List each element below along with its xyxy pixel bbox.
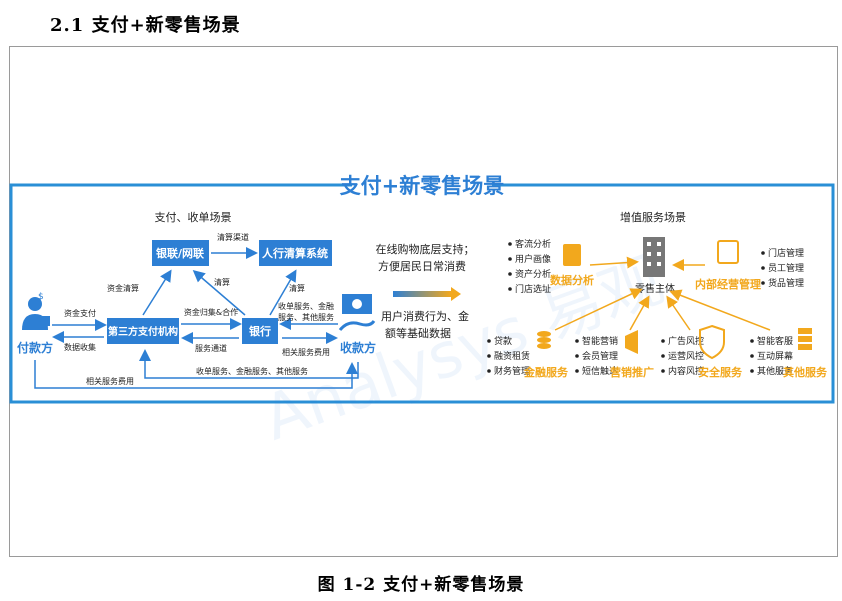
edge-settle-right: 清算 xyxy=(289,283,305,293)
ops-item-2: 员工管理 xyxy=(768,262,804,274)
mkt-bullets: 智能营销 会员管理 短信触达 xyxy=(575,335,618,377)
diagram-title: 支付+新零售场景 xyxy=(340,174,505,198)
other-services-label: 其他服务 xyxy=(783,365,828,379)
fin-item-3: 财务管理 xyxy=(494,365,530,377)
shield-icon xyxy=(699,324,725,360)
unionpay-label: 银联/网联 xyxy=(156,246,204,260)
internal-ops-label: 内部经营管理 xyxy=(695,277,761,291)
mkt-item-3: 短信触达 xyxy=(582,365,618,377)
middle-line3: 用户消费行为、金 xyxy=(381,309,469,323)
chart-icon xyxy=(563,244,581,266)
fin-bullets: 贷款 融资租赁 财务管理 xyxy=(487,335,530,377)
arrow-bank-to-unionpay xyxy=(192,270,246,316)
fin-item-1: 贷款 xyxy=(494,335,512,347)
ops-item-3: 货品管理 xyxy=(768,277,804,289)
arrow-bottom-fee xyxy=(34,360,358,389)
edge-fund-collect: 资金归集&合作 xyxy=(184,307,238,317)
arrow-sec-to-subject xyxy=(666,295,691,331)
section-title: 2.1 支付+新零售场景 xyxy=(50,15,241,36)
middle-line1: 在线购物底层支持； xyxy=(376,242,475,256)
data-analysis-label: 数据分析 xyxy=(550,273,594,287)
payer-icon: $ xyxy=(22,292,50,330)
edge-acquiring-line1: 收单服务、金融 xyxy=(278,301,334,311)
ops-item-1: 门店管理 xyxy=(768,247,804,259)
bank-box xyxy=(242,318,278,344)
edge-bottom-services: 收单服务、金融服务、其他服务 xyxy=(196,366,308,376)
third-party-box xyxy=(107,318,179,344)
other-item-1: 智能客服 xyxy=(757,335,793,347)
edge-related-fee-bottom: 相关服务费用 xyxy=(86,376,134,386)
middle-arrow-head xyxy=(451,287,461,301)
arrow-other-to-subject xyxy=(669,289,771,331)
svg-text:$: $ xyxy=(38,292,44,302)
unionpay-box xyxy=(152,240,209,266)
sec-item-3: 内容风控 xyxy=(668,365,704,377)
third-party-label: 第三方支付机构 xyxy=(108,325,178,338)
edge-data-collect: 数据收集 xyxy=(64,342,96,352)
sec-item-2: 运营风控 xyxy=(668,350,704,362)
arrow-third-to-unionpay xyxy=(142,269,172,316)
middle-line2: 方便居民日常消费 xyxy=(378,259,466,273)
arrow-bank-to-pboc xyxy=(269,269,297,316)
data-item-1: 客流分析 xyxy=(515,238,551,250)
title-background xyxy=(352,170,492,200)
pboc-label: 人行清算系统 xyxy=(262,246,328,260)
retail-subject: 零售主体 xyxy=(635,282,675,295)
ops-icon xyxy=(717,240,739,264)
pboc-box xyxy=(259,240,332,266)
sec-item-1: 广告风控 xyxy=(668,335,704,347)
megaphone-icon xyxy=(625,330,638,354)
arrow-data-to-subject xyxy=(589,256,639,269)
data-item-3: 资产分析 xyxy=(515,268,551,280)
arrow-fin-to-subject xyxy=(554,288,643,331)
edge-settlement-channel: 清算渠道 xyxy=(217,232,249,242)
edge-acquiring-line2: 服务、其他服务 xyxy=(278,312,334,322)
middle-line4: 额等基础数据 xyxy=(385,326,451,340)
figure-caption: 图 1-2 支付+新零售场景 xyxy=(317,575,525,595)
stack-icon xyxy=(798,328,812,350)
mkt-item-2: 会员管理 xyxy=(582,350,618,362)
marketing-label: 营销推广 xyxy=(610,365,654,379)
sec-bullets: 广告风控 运营风控 内容风控 xyxy=(661,335,704,377)
bank-label: 银行 xyxy=(249,324,271,338)
fin-item-2: 融资租赁 xyxy=(494,350,530,362)
ops-bullets: 门店管理 员工管理 货品管理 xyxy=(761,247,804,289)
coins-icon xyxy=(537,331,551,349)
edge-related-fee-right: 相关服务费用 xyxy=(282,347,330,357)
middle-arrow-bar xyxy=(393,291,451,297)
edge-fund-clearing: 资金清算 xyxy=(107,283,139,293)
edge-fund-pay: 资金支付 xyxy=(64,308,96,318)
edge-settle-left: 清算 xyxy=(214,277,230,287)
edge-service-channel: 服务通道 xyxy=(195,343,227,353)
left-heading: 支付、收单场景 xyxy=(155,210,232,224)
mkt-item-1: 智能营销 xyxy=(582,335,618,347)
right-heading: 增值服务场景 xyxy=(620,210,686,224)
other-item-2: 互动屏幕 xyxy=(757,350,793,362)
other-bullets: 智能客服 互动屏幕 其他服务 xyxy=(750,335,793,377)
financial-services-label: 金融服务 xyxy=(523,365,569,379)
building-icon xyxy=(643,237,665,277)
payer-label: 付款方 xyxy=(17,340,53,355)
data-analysis-bullets: 客流分析 用户画像 资产分析 门店选址 xyxy=(508,238,551,295)
payee-icon xyxy=(338,294,376,331)
data-item-2: 用户画像 xyxy=(515,253,551,265)
payee-label: 收款方 xyxy=(340,340,376,355)
other-item-3: 其他服务 xyxy=(757,365,793,377)
data-item-4: 门店选址 xyxy=(515,283,551,295)
security-label: 安全服务 xyxy=(698,365,743,379)
arrow-bottom-services xyxy=(139,349,359,379)
arrow-mkt-to-subject xyxy=(629,295,650,331)
